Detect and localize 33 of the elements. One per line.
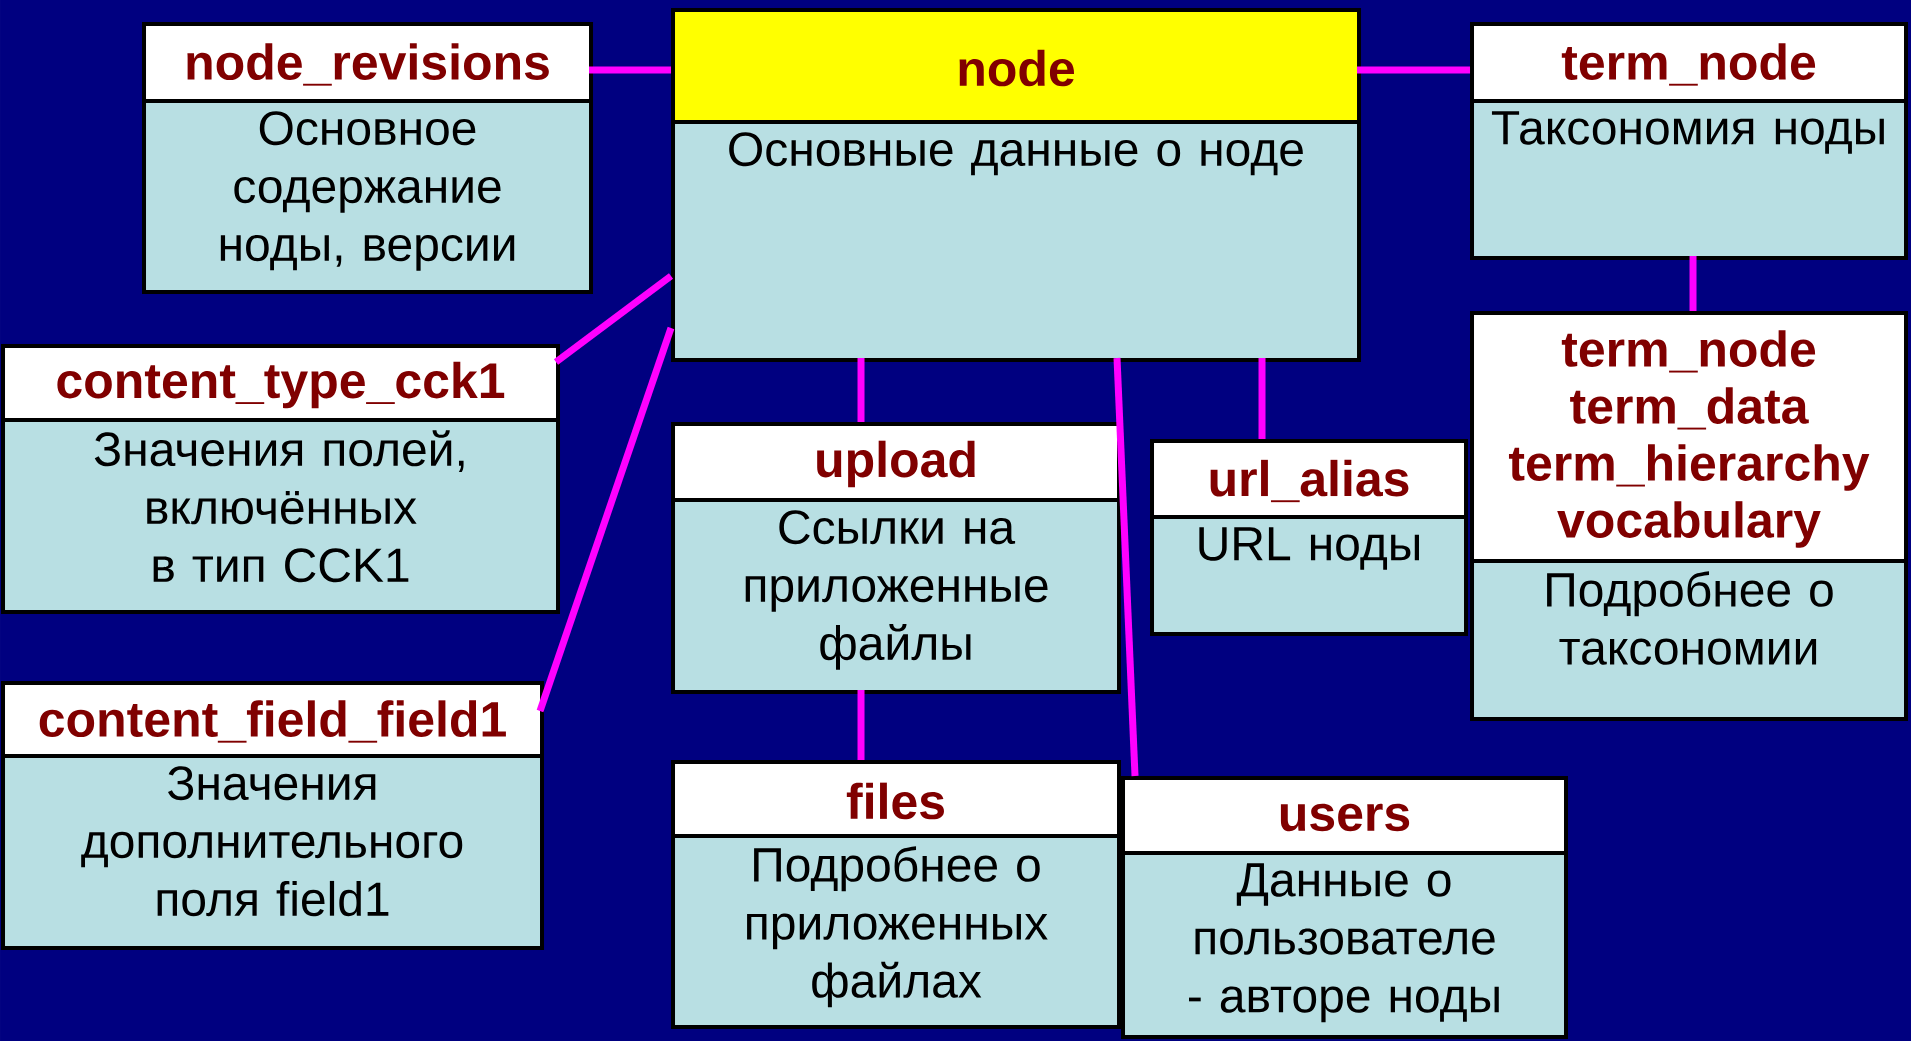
table-box	[142, 22, 593, 294]
table-name: url_alias	[1210, 459, 1409, 503]
description-text: Таксономия ноды	[1491, 111, 1884, 154]
table-box	[1121, 776, 1568, 1039]
table-name: term_node term_data term_hierarchy vocabulary	[1508, 330, 1870, 548]
description-text: Значения полей, включённых в тип CCK1	[94, 430, 464, 583]
table-name: upload	[817, 440, 975, 488]
description-text: Подробнее о приложенных файлах	[747, 846, 1048, 1008]
connector-line	[1113, 357, 1139, 777]
table-box	[1, 344, 560, 614]
description-text: Значения дополнительного поля field1	[81, 766, 463, 917]
table-name: node	[959, 49, 1075, 87]
description-text: URL ноды	[1199, 527, 1419, 570]
description-text: Основное содержание ноды, версии	[220, 111, 515, 271]
table-name: content_type_cck1	[57, 361, 505, 409]
table-box	[1470, 22, 1908, 260]
table-box	[671, 760, 1121, 1029]
table-box	[671, 422, 1121, 694]
table-name: node_revisions	[187, 43, 549, 86]
table-box	[1150, 439, 1468, 636]
table-box	[1, 681, 544, 950]
description-text: Данные о пользователе - авторе ноды	[1189, 863, 1499, 1023]
table-name: term_node	[1561, 43, 1816, 86]
connector-line	[553, 273, 674, 365]
description-text: Подробнее о таксономии	[1547, 571, 1833, 665]
table-name: content_field_field1	[39, 700, 506, 743]
table-box	[1470, 311, 1908, 721]
table-name: files	[846, 782, 944, 820]
connector-line	[536, 326, 675, 713]
table-name: users	[1280, 803, 1410, 832]
description-text: Ссылки на приложенные файлы	[745, 510, 1048, 670]
table-box	[671, 8, 1361, 362]
description-text: Основные данные о ноде	[729, 132, 1303, 176]
